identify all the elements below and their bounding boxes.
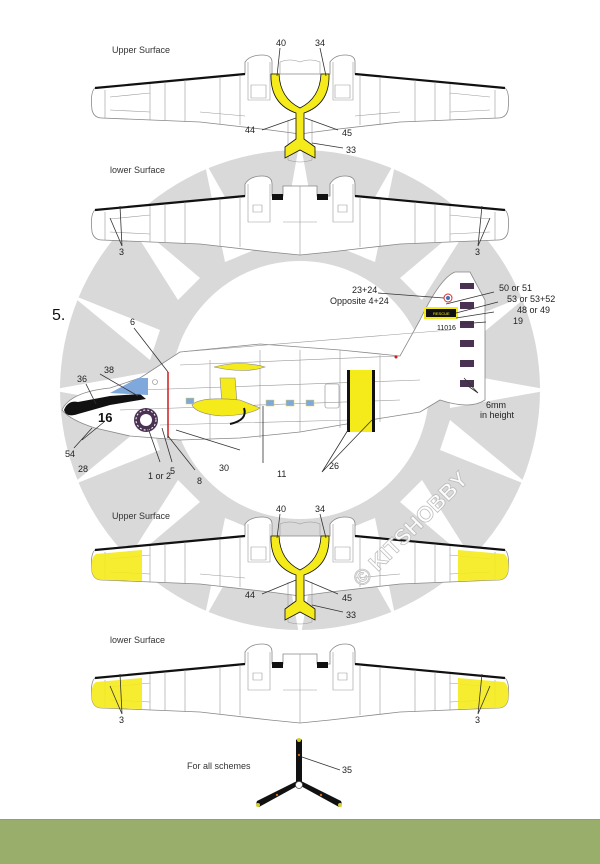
callout-53-or-53-52: 53 or 53+52 — [507, 294, 555, 304]
callout-34: 34 — [315, 38, 325, 48]
callout-3-right: 3 — [475, 247, 480, 257]
view-title: Upper Surface — [112, 511, 170, 521]
nose-anti-glare — [64, 394, 146, 416]
callout-48-or-49: 48 or 49 — [517, 305, 550, 315]
callout-36: 36 — [77, 374, 87, 384]
upper-surface-view-1: Upper Surface 40 34 44 45 33 — [90, 38, 510, 164]
callout-38: 38 — [104, 365, 114, 375]
yellow-wingtip-right — [458, 678, 509, 709]
rudder-stripes — [460, 283, 474, 387]
callout-1-or-2: 1 or 2 — [148, 471, 171, 481]
callout-45: 45 — [342, 128, 352, 138]
callout-33: 33 — [346, 145, 356, 155]
lower-surface-view-1: lower Surface 3 3 — [90, 165, 510, 257]
view-title: Upper Surface — [112, 45, 170, 55]
callout-5: 5 — [170, 466, 175, 476]
nose-number: 16 — [98, 410, 112, 425]
yellow-wingtip-right — [458, 550, 509, 581]
callout-3-left: 3 — [119, 715, 124, 725]
lower-surface-view-2: lower Surface 3 3 — [90, 635, 510, 725]
callout-11: 11 — [277, 469, 286, 479]
callout-26: 26 — [329, 461, 339, 471]
callout-35: 35 — [342, 765, 352, 775]
callout-50-or-51: 50 or 51 — [499, 283, 532, 293]
prop-blade-top — [296, 738, 302, 783]
propeller-title: For all schemes — [187, 761, 251, 771]
callout-3-right: 3 — [475, 715, 480, 725]
callout-19: 19 — [513, 316, 523, 326]
callout-30: 30 — [219, 463, 229, 473]
callout-28: 28 — [78, 464, 88, 474]
callout-45: 45 — [342, 593, 352, 603]
yellow-wingtip-left — [91, 678, 142, 709]
cockpit-window — [110, 378, 148, 395]
callout-opposite-4-24: Opposite 4+24 — [330, 296, 389, 306]
roundel — [134, 408, 158, 432]
scheme-number: 5. — [52, 307, 65, 324]
upper-surface-view-2: Upper Surface 40 34 44 45 33 — [90, 504, 510, 626]
callout-33: 33 — [346, 610, 356, 620]
callout-54: 54 — [65, 449, 75, 459]
yellow-y-band — [270, 73, 330, 159]
fuselage-windows — [185, 397, 315, 407]
yellow-float — [191, 363, 267, 425]
prop-blade-left — [256, 781, 299, 807]
yellow-fuselage-band — [347, 370, 375, 432]
callout-40: 40 — [276, 38, 286, 48]
tail-rescue-text: RESCUE — [433, 311, 450, 316]
callout-34: 34 — [315, 504, 325, 514]
callout-6mm: 6mm — [486, 400, 506, 410]
yellow-wingtip-left — [91, 550, 142, 581]
prop-blade-right — [299, 781, 342, 807]
callout-23-24: 23+24 — [352, 285, 377, 295]
callout-in-height: in height — [480, 410, 515, 420]
view-title: lower Surface — [110, 165, 165, 175]
callout-40: 40 — [276, 504, 286, 514]
yellow-y-band — [270, 535, 330, 621]
callout-44: 44 — [245, 590, 255, 600]
tail-serial: 11016 — [437, 325, 456, 332]
callout-3-left: 3 — [119, 247, 124, 257]
side-view: 5. 16 — [52, 271, 555, 486]
view-title: lower Surface — [110, 635, 165, 645]
footer-band — [0, 819, 600, 864]
propeller: For all schemes 35 — [187, 738, 352, 807]
callout-6: 6 — [130, 317, 135, 327]
callout-44: 44 — [245, 125, 255, 135]
prop-hub — [295, 781, 303, 789]
callout-8: 8 — [197, 476, 202, 486]
